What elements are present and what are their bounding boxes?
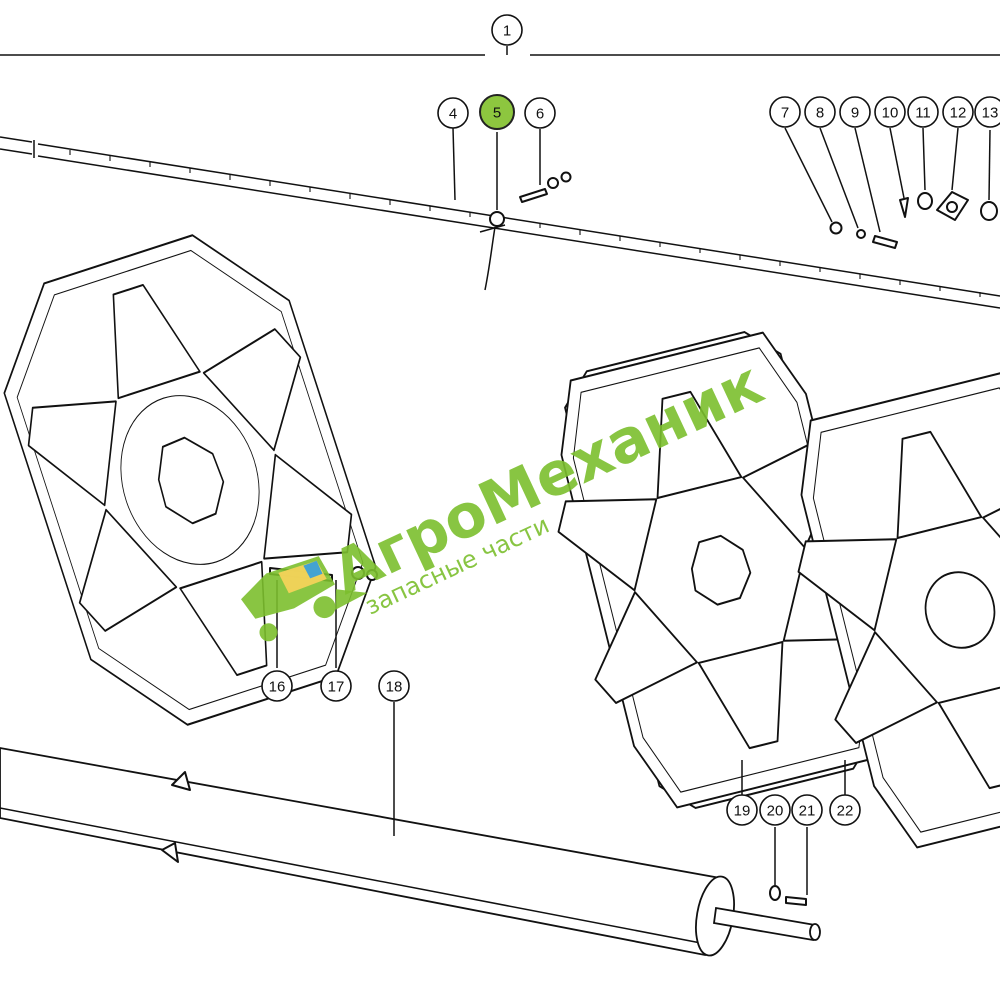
callout-label: 22: [837, 803, 854, 820]
callout-circle: [769, 96, 801, 128]
callout-circle: [378, 670, 410, 702]
callout-label: 13: [982, 105, 999, 122]
callout-label: 11: [915, 105, 931, 122]
callout-18: 18: [378, 670, 410, 702]
callout-1: 1: [491, 14, 523, 46]
middle-paddle-plate: [557, 331, 883, 809]
callout-label: 12: [950, 105, 967, 122]
callout-6: 6: [524, 97, 556, 129]
callout-label: 5: [493, 105, 501, 122]
callout-group: 1 4 5 6 7 8 9 10 11 12 13 16 17 18 19 20 21 22: [261, 14, 1000, 826]
callout-16: 16: [261, 670, 293, 702]
callout-circle: [907, 96, 939, 128]
callout-label: 4: [449, 106, 457, 123]
callout-8: 8: [804, 96, 836, 128]
callout-9: 9: [839, 96, 871, 128]
callout-circle: [524, 97, 556, 129]
callout-label: 20: [767, 803, 784, 820]
bolt-part-20-21: [769, 885, 807, 906]
callout-circle: [791, 794, 823, 826]
left-paddle-plate: [3, 234, 377, 726]
callout-label: 7: [781, 105, 789, 122]
callout-label: 16: [269, 679, 286, 696]
callout-label: 9: [851, 105, 859, 122]
callout-label: 10: [882, 105, 899, 122]
callout-circle: [942, 96, 974, 128]
callout-19: 19: [726, 794, 758, 826]
callout-circle: [491, 14, 523, 46]
callout-circle: [320, 670, 352, 702]
tractor-logo-icon: [241, 556, 368, 642]
hardware-set-7-13: [829, 191, 998, 249]
callout-label: 1: [503, 23, 511, 40]
callout-circle: [261, 670, 293, 702]
bolt-part-6: [519, 171, 572, 203]
callout-4: 4: [437, 97, 469, 129]
callout-label: 18: [386, 679, 403, 696]
callout-label: 8: [816, 105, 824, 122]
callout-circle: [726, 794, 758, 826]
callout-12: 12: [942, 96, 974, 128]
callout-label: 17: [328, 679, 345, 696]
callout-circle: [437, 97, 469, 129]
callout-label: 21: [799, 803, 816, 820]
callout-11: 11: [907, 96, 939, 128]
callout-22: 22: [829, 794, 861, 826]
callout-circle: [479, 94, 515, 130]
callout-circle: [759, 794, 791, 826]
callout-20: 20: [759, 794, 791, 826]
callout-13: 13: [974, 96, 1000, 128]
callout-circle: [829, 794, 861, 826]
callout-label: 6: [536, 106, 544, 123]
callout-7: 7: [769, 96, 801, 128]
drum-part-18: [0, 747, 821, 957]
callout-circle: [874, 96, 906, 128]
callout-label: 19: [734, 803, 751, 820]
callout-17: 17: [320, 670, 352, 702]
callout-circle: [974, 96, 1000, 128]
assembly-bracket: [0, 46, 1000, 56]
callout-10: 10: [874, 96, 906, 128]
callout-circle: [804, 96, 836, 128]
rod-part-4: [0, 136, 1000, 309]
callout-circle: [839, 96, 871, 128]
callout-5: 5: [479, 94, 515, 130]
callout-21: 21: [791, 794, 823, 826]
right-paddle-plate: [797, 371, 1000, 849]
